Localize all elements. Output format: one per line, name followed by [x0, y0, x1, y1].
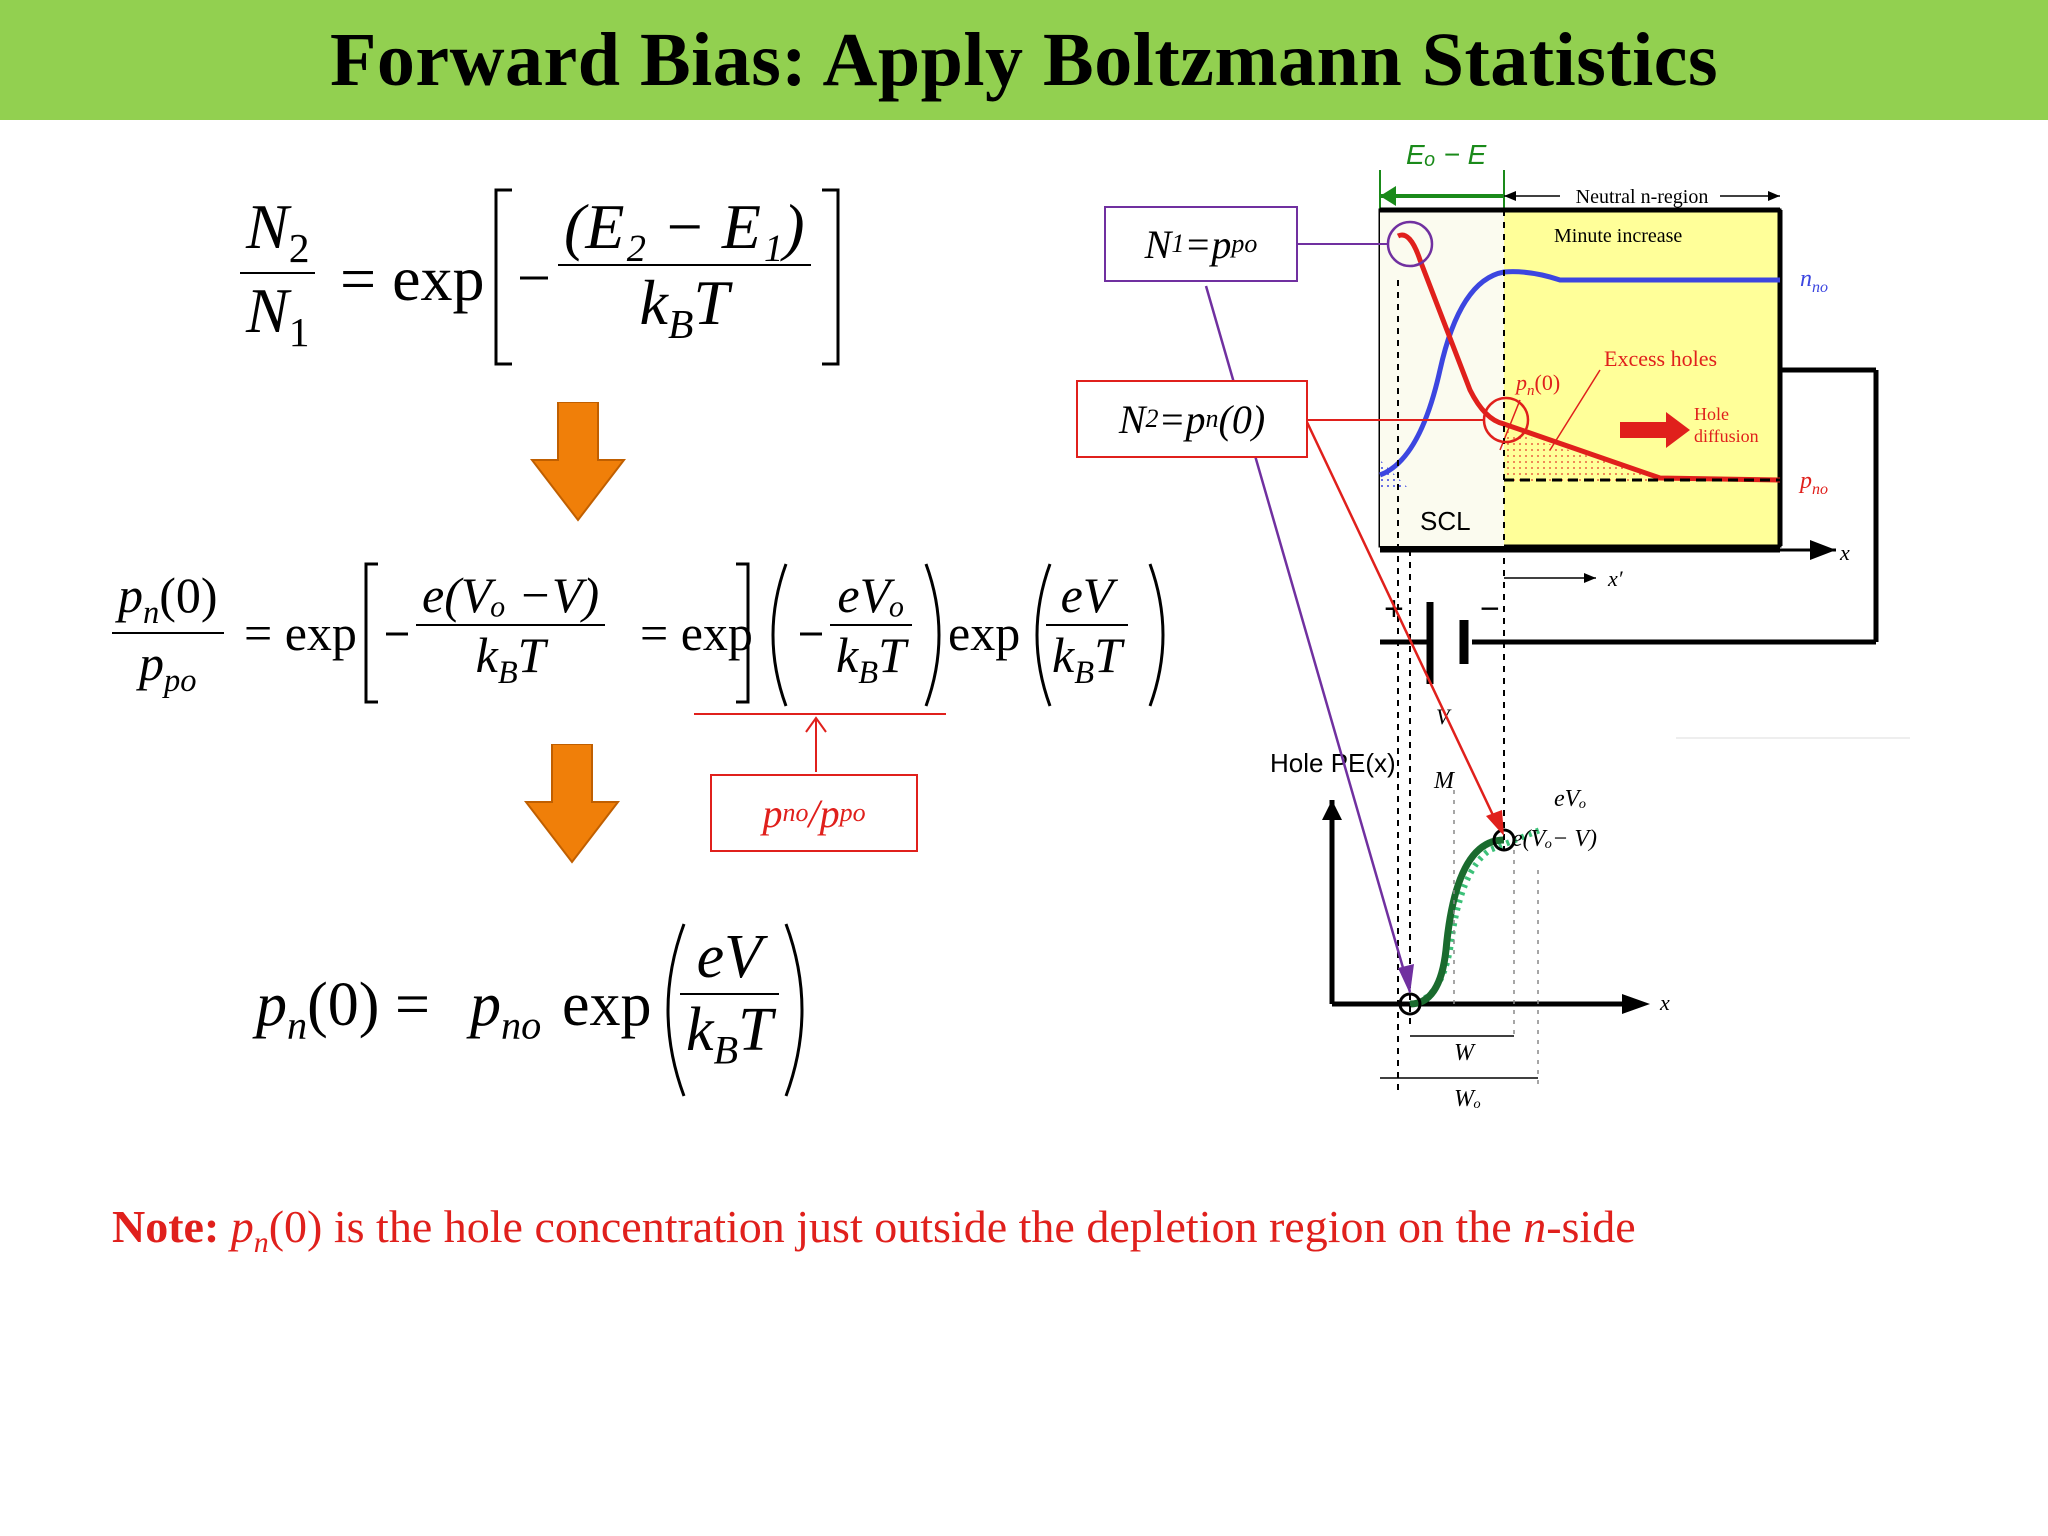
- wo-label: Wₒ: [1454, 1086, 1481, 1112]
- x-axis-label: x: [1839, 540, 1850, 565]
- pno-label: pno: [1798, 468, 1828, 498]
- eq1-exp: = exp: [340, 243, 485, 314]
- eq3-parens: [666, 923, 804, 1097]
- down-arrow-1-icon: [530, 402, 626, 522]
- eq2-parens-3: [1035, 563, 1165, 707]
- evo-label: eVₒ: [1554, 786, 1586, 812]
- evo-minus-v-label: e(Vₒ− V): [1512, 826, 1597, 852]
- eq2-exp-2: = exp: [640, 605, 753, 661]
- eq2-lhs-fraction: pn(0) ppo: [112, 566, 224, 700]
- equation-hole-ratio: pn(0) ppo = exp e(Vₒ −V) kBT = exp eVₒ k…: [112, 560, 1172, 720]
- minute-increase-label: Minute increase: [1554, 225, 1682, 247]
- eq1-brackets: [494, 188, 840, 366]
- hole-diffusion-arrow-icon: [1620, 412, 1690, 448]
- slide-title: Forward Bias: Apply Boltzmann Statistics: [329, 17, 1719, 102]
- note-text: Note: pn(0) is the hole concentration ju…: [112, 1201, 1636, 1260]
- title-bar: Forward Bias: Apply Boltzmann Statistics: [0, 0, 2048, 120]
- eq1-rhs-fraction: (E₂ − E₁) kBT: [558, 190, 811, 348]
- pn-junction-diagram: Eₒ − E Neutral n-region Minute increase …: [1204, 139, 1910, 1112]
- hole-diffusion-label-1: Hole: [1694, 404, 1729, 424]
- nno-label: nno: [1800, 266, 1828, 296]
- pe-x-axis-label: x: [1659, 990, 1670, 1015]
- eq2-exp-1: = exp: [244, 605, 357, 661]
- eq2-fraction-3: eV kBT: [1046, 566, 1128, 692]
- m-label: M: [1433, 768, 1456, 794]
- hole-pe-label: Hole PE(x): [1270, 748, 1396, 778]
- equation-boltzmann-ratio: N2 N1 = exp (E₂ − E₁) kBT: [240, 188, 860, 390]
- equation-pn0-result: pn(0) = pno exp eV kBT: [256, 920, 856, 1110]
- eq3-fraction: eV kBT: [680, 922, 779, 1073]
- hole-diffusion-label-2: diffusion: [1694, 426, 1759, 446]
- pn0-label: pn(0): [1514, 370, 1560, 399]
- battery-minus-label: −: [1480, 590, 1500, 628]
- w-label: W: [1454, 1040, 1476, 1066]
- energy-label: Eₒ − E: [1406, 139, 1487, 170]
- x-prime-label: x′: [1607, 566, 1624, 591]
- eq1-lhs-fraction: N2 N1: [240, 190, 316, 356]
- eq2-fraction-2: eVₒ kBT: [830, 566, 912, 692]
- scl-label: SCL: [1420, 506, 1471, 536]
- ratio-pointer: [694, 713, 946, 772]
- eq2-fraction-1: e(Vₒ −V) kBT: [416, 566, 606, 692]
- eq2-exp-3: exp: [948, 605, 1021, 661]
- eq2-parens-2: [771, 563, 941, 707]
- excess-holes-label: Excess holes: [1604, 346, 1717, 371]
- eq2-brackets-1: [364, 562, 750, 704]
- down-arrow-2-icon: [524, 744, 620, 864]
- neutral-region-label: Neutral n-region: [1576, 186, 1709, 208]
